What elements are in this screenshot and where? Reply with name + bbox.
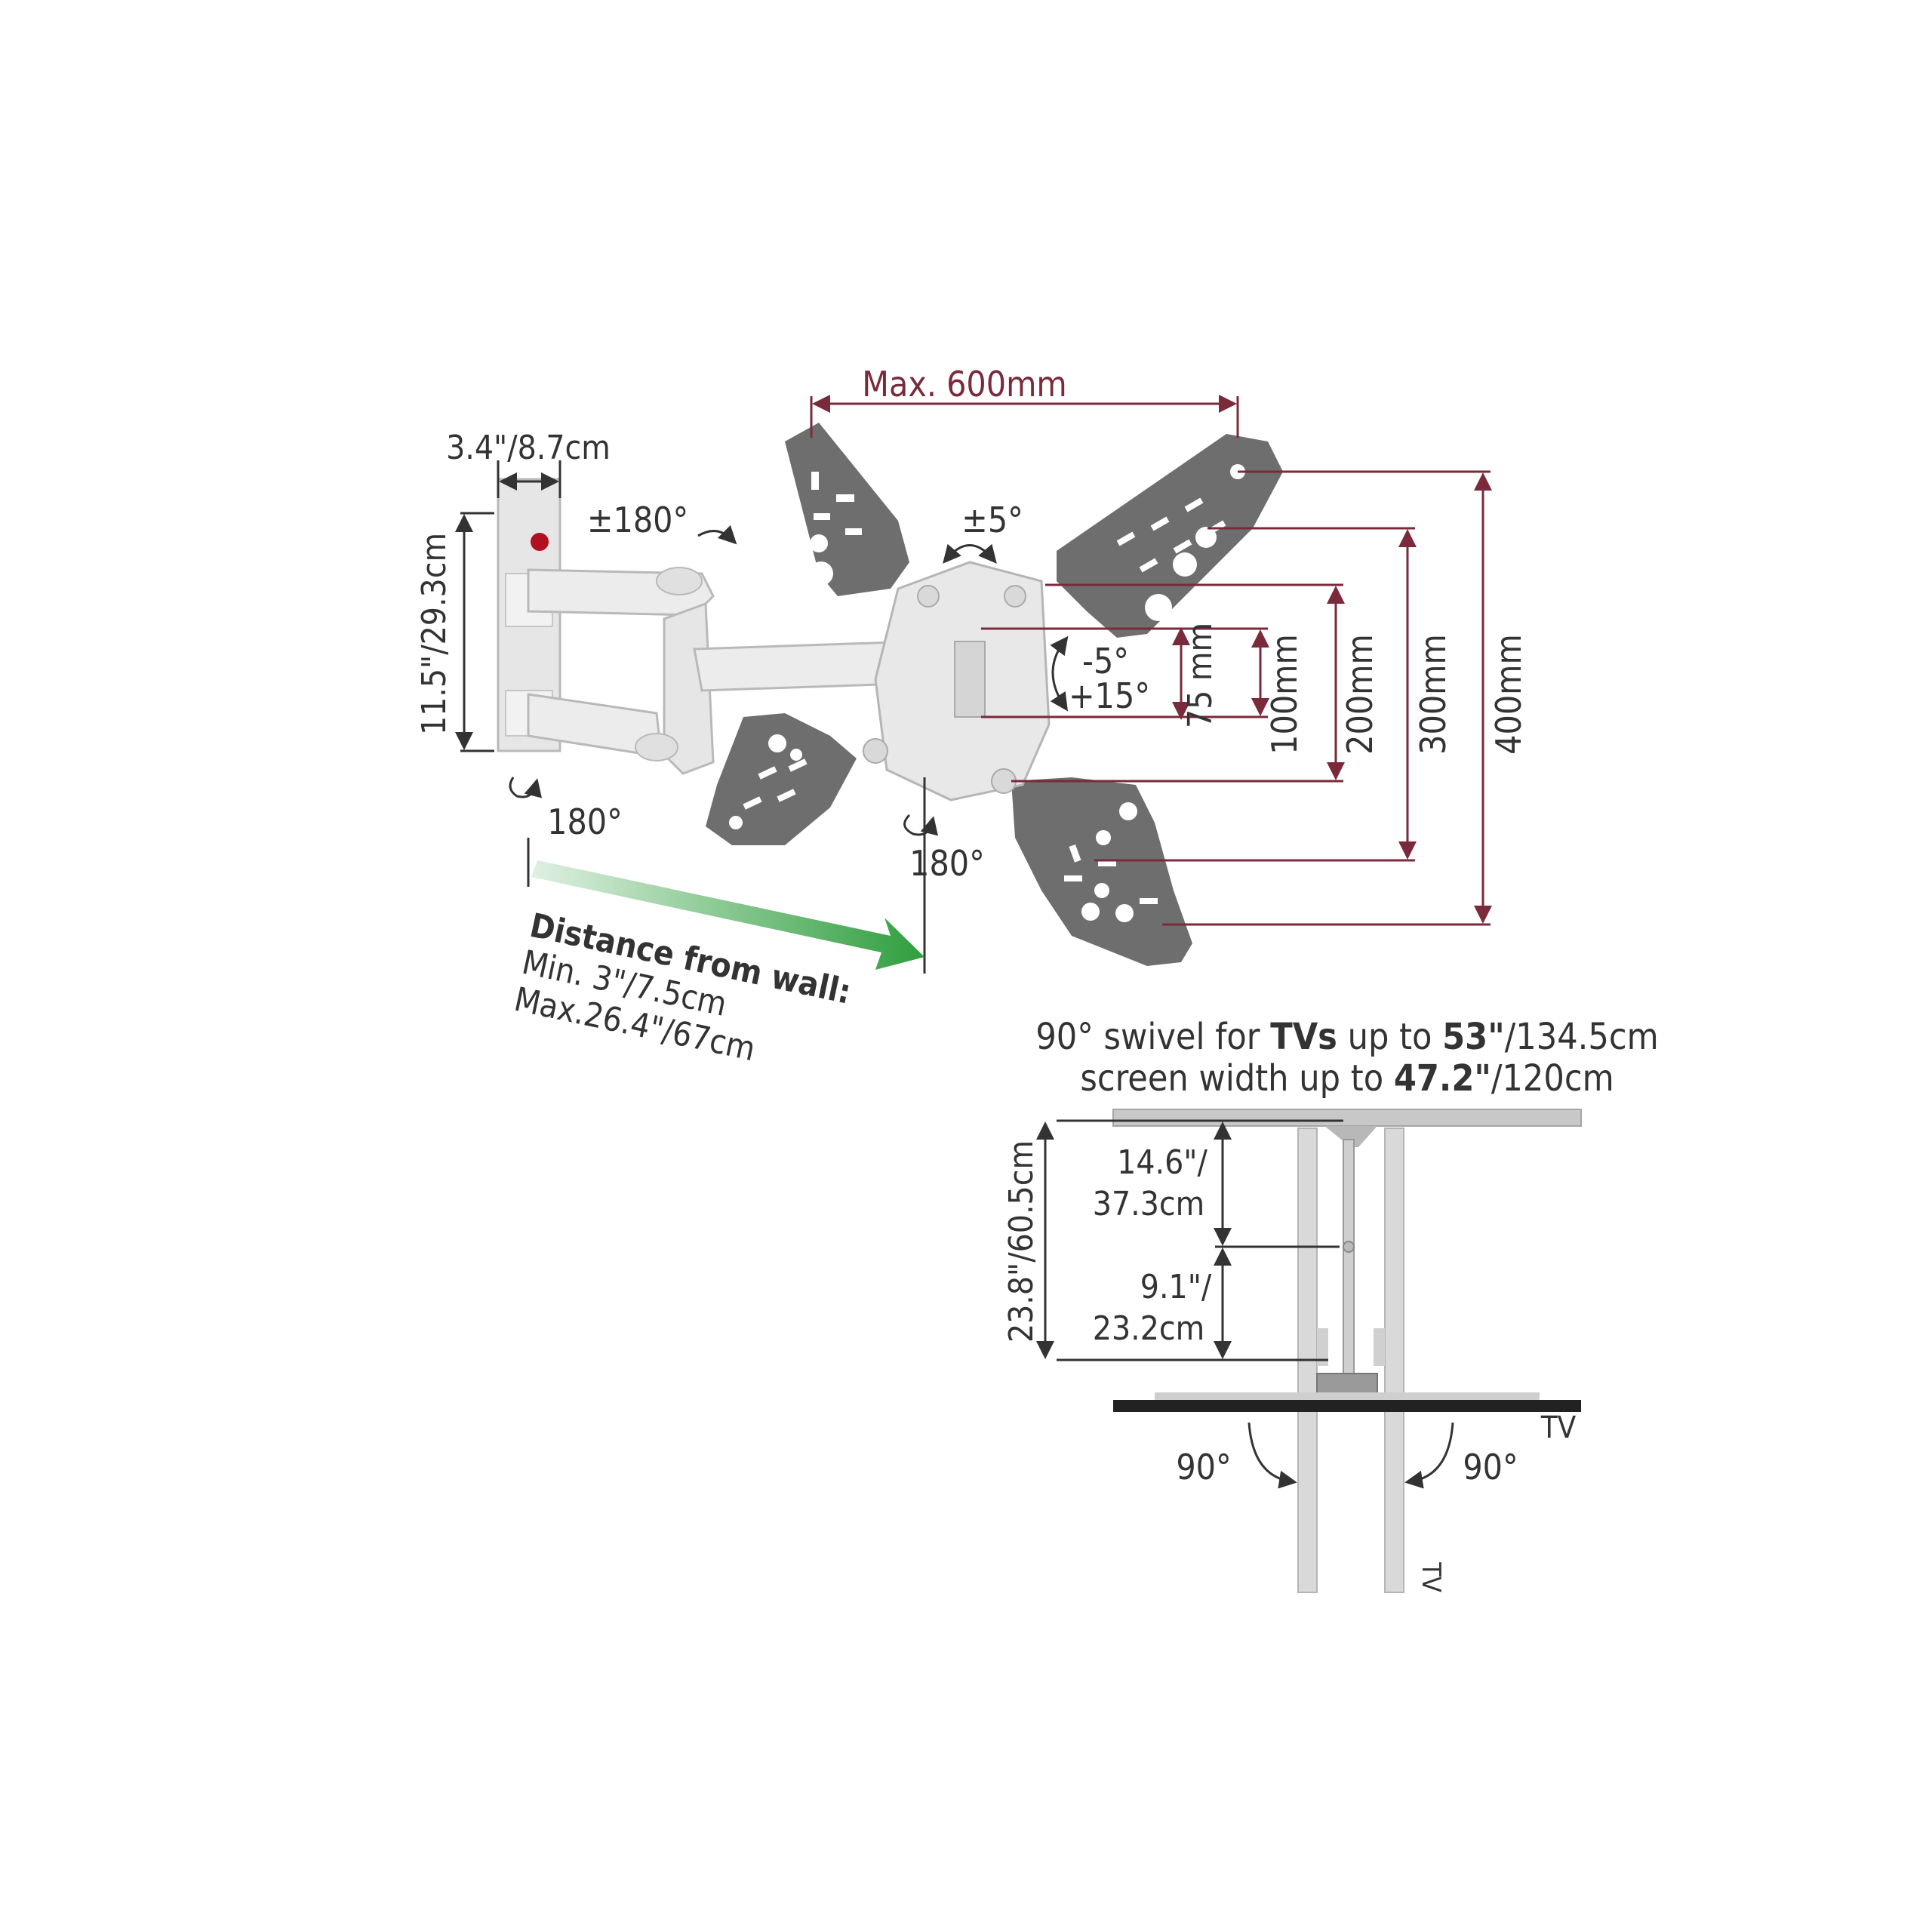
vesa-extension-lines [981,470,1492,926]
distance-arrow [531,860,924,970]
vesa-plate-bottom-left [706,713,857,845]
vesa-300-label: 300mm [1413,634,1454,755]
total-depth-label: 23.8"/60.5cm [1002,1140,1041,1343]
vesa-plate-top-left [785,423,909,596]
swivel-angle-left: 90° [1176,1447,1231,1487]
upper-cm-label: 37.3cm [1093,1185,1204,1223]
vesa-bracket [863,561,1051,801]
rotation-arm-label: 180° [909,843,985,884]
tilt-label-b: +15° [1069,675,1150,716]
rotation-wall-label: 180° [547,801,623,842]
lower-in-label: 9.1"/ [1140,1268,1212,1306]
vesa-75-label: 75 mm [1181,623,1220,728]
tv-label: TV [1540,1411,1577,1445]
swivel-line1: 90° swivel for TVs up to 53"/134.5cm [1035,1016,1658,1058]
wall-surface [1112,1109,1582,1127]
vesa-200-label: 200mm [1340,634,1380,755]
swivel-line2: screen width up to 47.2"/120cm [1080,1057,1614,1100]
swivel-illustration: 90° swivel for TVs up to 53"/134.5cm scr… [1002,1016,1659,1593]
vesa-plate-top-right [1057,434,1283,638]
rotation-arrow-icon [509,525,1069,836]
swivel-dimension-lines [1036,1119,1343,1361]
depth-label: 3.4"/8.7cm [446,429,611,467]
swivel-angle-right: 90° [1463,1447,1518,1487]
max-width-label: Max. 600mm [862,364,1066,405]
vesa-400-label: 400mm [1488,634,1529,755]
upper-in-label: 14.6"/ [1117,1143,1208,1182]
height-label: 11.5"/29.3cm [415,533,454,735]
lower-cm-label: 23.2cm [1093,1309,1204,1348]
mount-illustration: 3.4"/8.7cm 11.5"/29.3cm ±180° ±5° -5° +1… [415,364,1529,1069]
swivel-top-label: ±180° [587,500,688,540]
vesa-plate-bottom-right [1011,777,1192,966]
tilt-label-a: -5° [1082,641,1129,681]
swivel-angle-arrow-icon [1247,1422,1454,1489]
tv-panel [1113,1400,1581,1412]
tilt-side-label: ±5° [961,500,1023,540]
vesa-100-label: 100mm [1264,634,1305,755]
tv-label-rotated: TV [1416,1561,1446,1592]
